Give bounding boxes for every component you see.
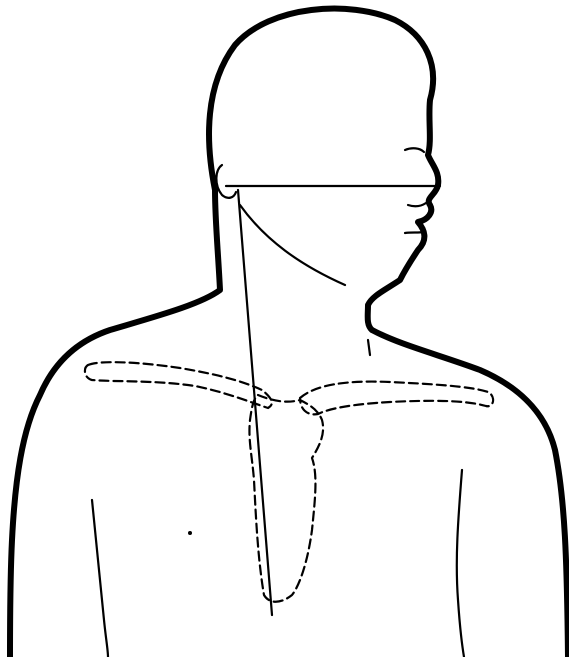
nostril-mark bbox=[408, 203, 426, 206]
jaw-line bbox=[240, 205, 345, 285]
left-clavicle bbox=[85, 362, 272, 408]
sternum bbox=[249, 395, 323, 602]
head-outline bbox=[209, 9, 438, 330]
neck-notch-mark bbox=[368, 340, 370, 355]
right-clavicle bbox=[300, 382, 493, 415]
right-shoulder-outline bbox=[372, 330, 568, 657]
nipple-mark bbox=[188, 531, 192, 535]
left-arm-inner-line bbox=[92, 500, 108, 657]
neck-back-outline bbox=[10, 190, 220, 657]
right-arm-inner-line bbox=[457, 470, 464, 657]
eye-mark bbox=[405, 148, 424, 152]
mouth-mark bbox=[405, 232, 424, 233]
ear-outline bbox=[216, 165, 236, 198]
